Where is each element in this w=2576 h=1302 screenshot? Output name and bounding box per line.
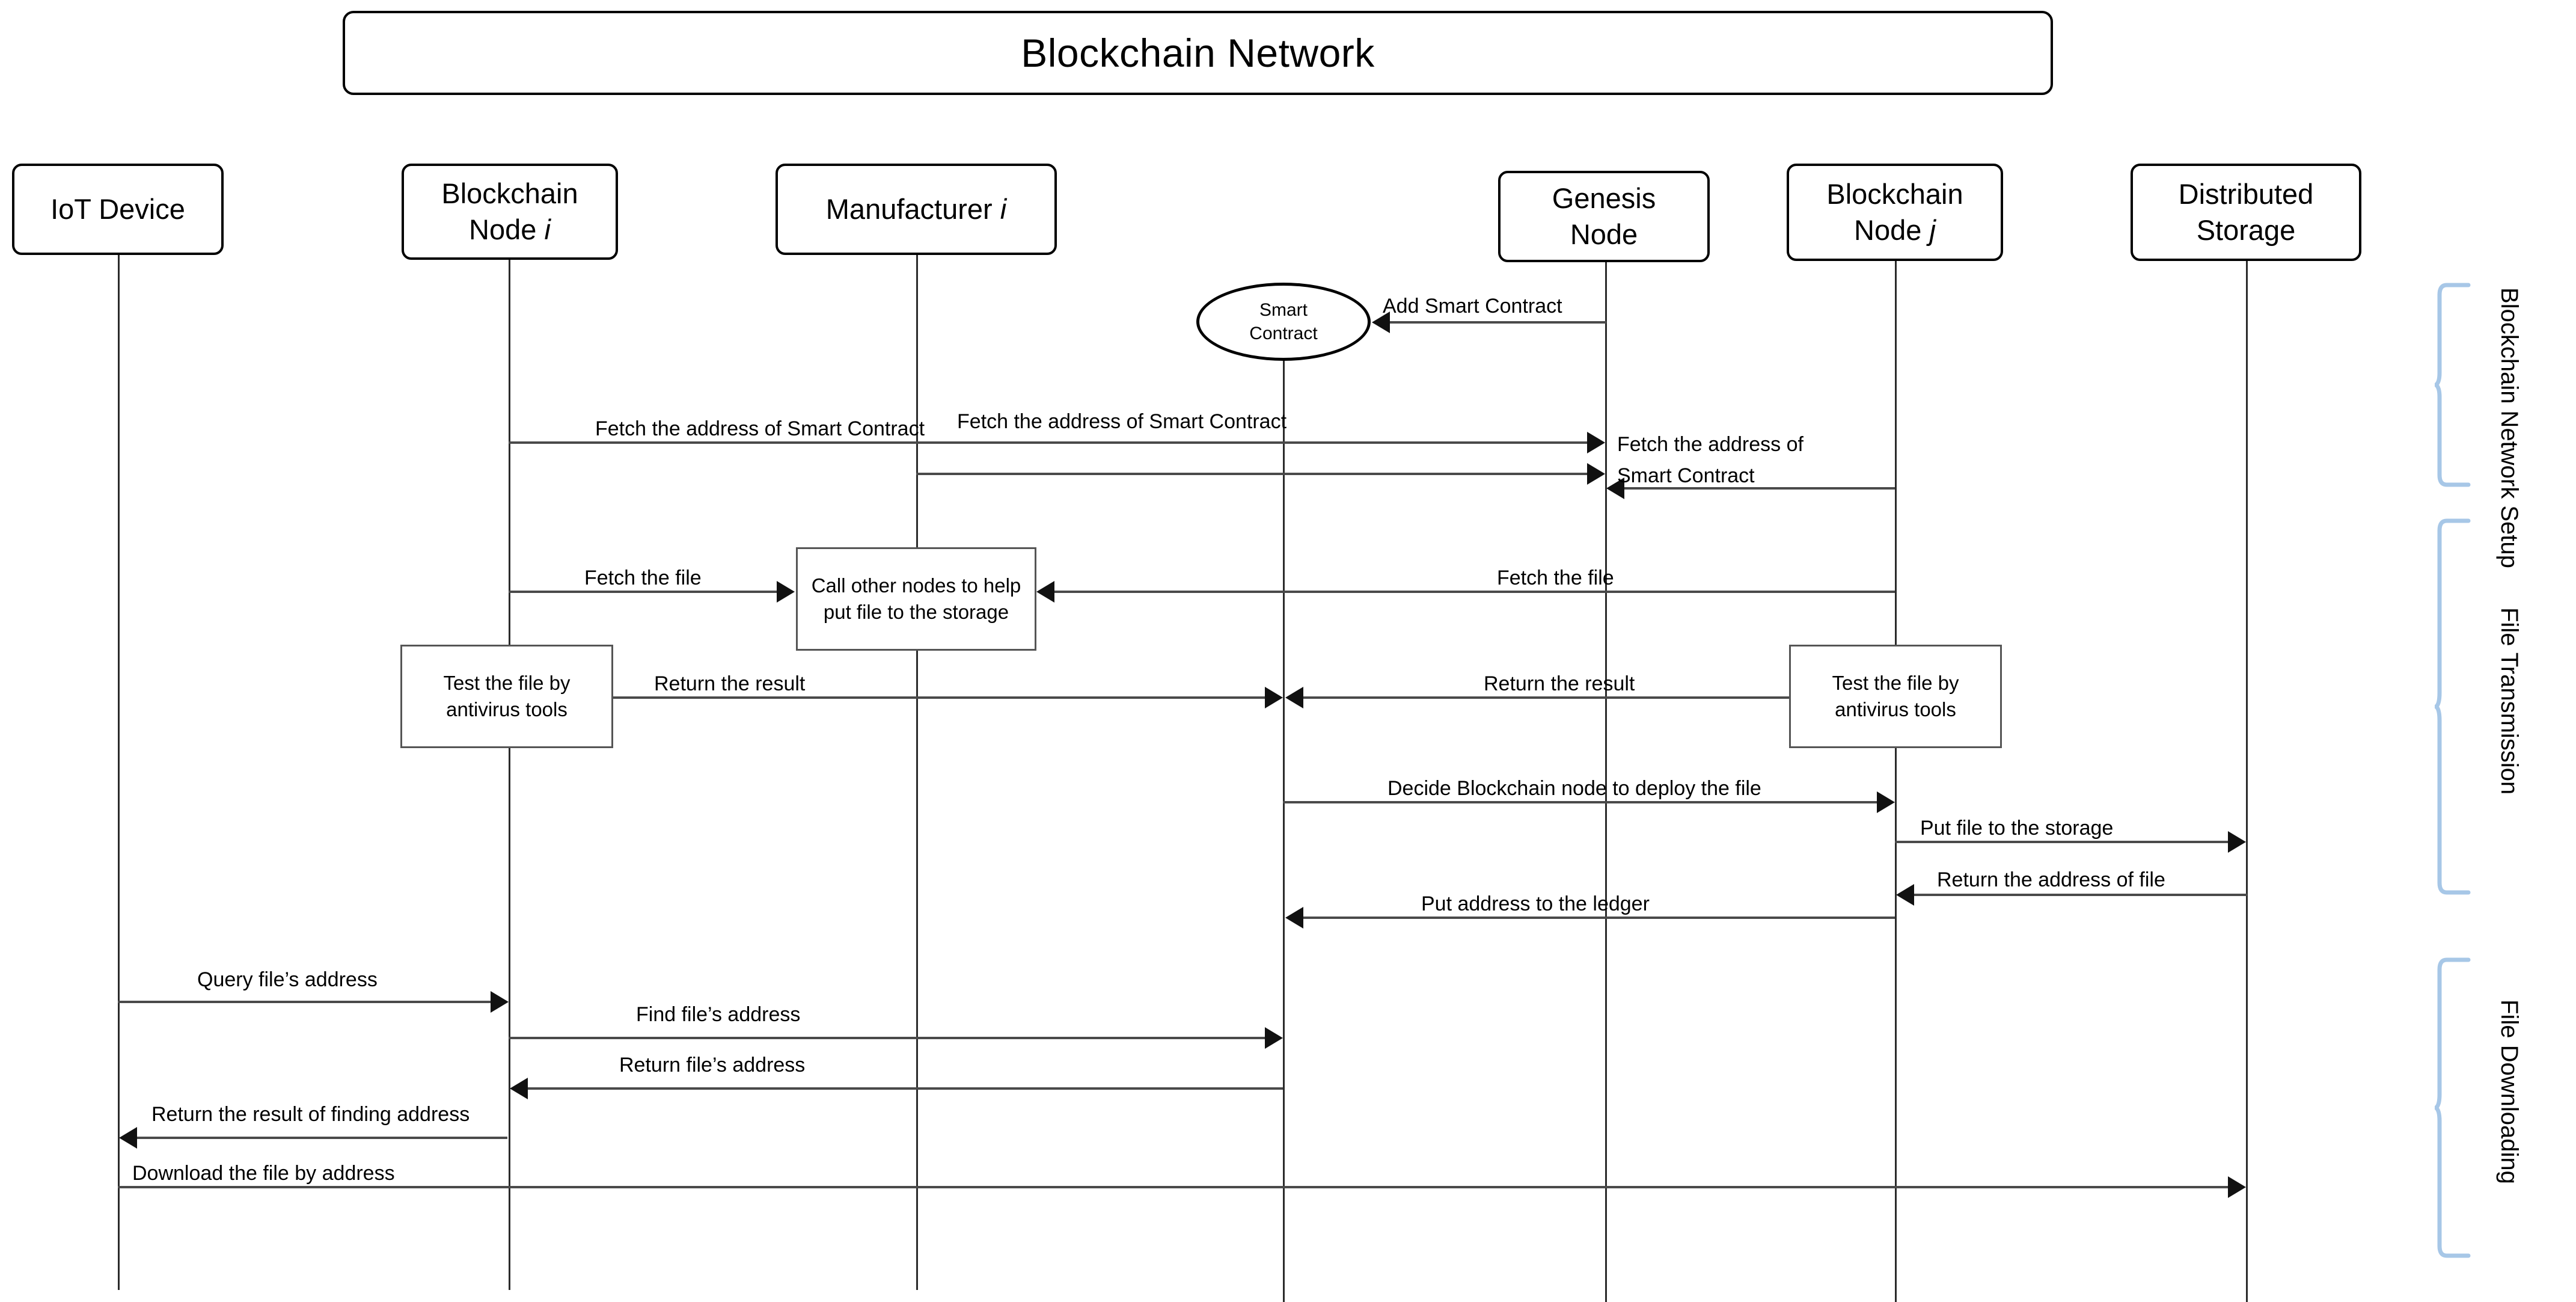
msgline-download-file-by-address — [118, 1186, 2229, 1188]
diagram-title-banner: Blockchain Network — [343, 11, 2053, 95]
label-fetch-the-file-left: Fetch the file — [584, 567, 702, 589]
brace-phase-downloading — [2435, 957, 2473, 1258]
label-fetch-addr-sc-return-line1: Fetch the address of — [1617, 433, 1804, 456]
brace-phase-setup — [2435, 283, 2473, 487]
msgline-fetch-the-file-left — [509, 591, 778, 593]
msgline-decide-blockchain-node — [1283, 801, 1889, 803]
smart-contract-line2: Contract — [1249, 324, 1318, 343]
msgline-find-files-address — [509, 1037, 1265, 1039]
label-decide-blockchain-node: Decide Blockchain node to deploy the fil… — [1387, 777, 1761, 800]
actor-blockchain-node-j-line1: Blockchain — [1826, 177, 1963, 210]
msgline-fetch-the-file-right — [1053, 591, 1895, 593]
arrowhead-put-file-to-storage — [2228, 831, 2246, 853]
msgline-return-files-address — [527, 1087, 1283, 1090]
box-call-other-nodes-line1: Call other nodes to help — [811, 574, 1021, 597]
lifeline-blockchain-node-j — [1895, 261, 1897, 1302]
arrowhead-return-address-of-file — [1896, 884, 1914, 906]
arrowhead-download-file-by-address — [2228, 1176, 2246, 1198]
diagram-title: Blockchain Network — [1021, 31, 1375, 75]
msgline-return-result-finding — [136, 1137, 507, 1139]
label-fetch-addr-sc-return-line2: Smart Contract — [1617, 464, 1755, 487]
phase-label-transmission: File Transmission — [2496, 607, 2522, 795]
label-put-address-to-ledger: Put address to the ledger — [1421, 892, 1650, 915]
arrowhead-fetch-the-file-left — [777, 581, 795, 603]
arrowhead-return-the-result-right — [1285, 687, 1303, 708]
msgline-query-files-address — [118, 1001, 491, 1003]
smart-contract-line1: Smart — [1259, 300, 1308, 320]
msgline-fetch-addr-sc-mid — [916, 473, 1588, 475]
box-test-file-right-line1: Test the file by — [1832, 672, 1959, 695]
msgline-return-address-of-file — [1913, 894, 2247, 896]
actor-blockchain-node-i: Blockchain Node i — [402, 164, 618, 260]
actor-distributed-storage-line1: Distributed — [2178, 177, 2314, 210]
arrowhead-return-result-finding — [119, 1127, 137, 1149]
actor-genesis-node-line1: Genesis — [1552, 182, 1656, 214]
msgline-add-smart-contract — [1389, 321, 1606, 324]
arrowhead-fetch-the-file-right — [1036, 581, 1054, 603]
label-query-files-address: Query file’s address — [197, 968, 378, 991]
actor-manufacturer-i: Manufacturer i — [776, 164, 1057, 255]
arrowhead-decide-blockchain-node — [1877, 791, 1895, 813]
label-return-address-of-file: Return the address of file — [1937, 868, 2165, 891]
arrowhead-fetch-addr-sc-return — [1606, 478, 1624, 499]
actor-distributed-storage: Distributed Storage — [2131, 164, 2361, 261]
actor-blockchain-node-j-line2: Node — [1854, 214, 1930, 246]
arrowhead-add-smart-contract — [1372, 312, 1390, 333]
arrowhead-fetch-addr-sc-left — [1587, 432, 1605, 453]
phase-label-downloading: File Downloading — [2496, 1000, 2522, 1184]
lifeline-smart-contract — [1283, 358, 1285, 1302]
lifeline-manufacturer-i — [916, 255, 918, 1290]
label-fetch-addr-sc-mid: Fetch the address of Smart Contract — [957, 410, 1287, 433]
arrowhead-find-files-address — [1265, 1027, 1283, 1049]
actor-genesis-node-line2: Node — [1570, 218, 1638, 250]
lifeline-iot-device — [118, 255, 120, 1290]
smart-contract-oval: Smart Contract — [1196, 283, 1371, 361]
actor-blockchain-node-i-line2: Node — [469, 213, 545, 245]
box-test-file-right-line2: antivirus tools — [1835, 698, 1956, 720]
label-add-smart-contract: Add Smart Contract — [1383, 295, 1562, 318]
label-return-the-result-left: Return the result — [654, 672, 806, 695]
arrowhead-put-address-to-ledger — [1285, 907, 1303, 929]
box-test-file-right: Test the file by antivirus tools — [1789, 645, 2002, 748]
actor-blockchain-node-j: Blockchain Node j — [1787, 164, 2003, 261]
actor-iot-device: IoT Device — [12, 164, 224, 255]
actor-blockchain-node-j-index: j — [1929, 214, 1936, 246]
label-fetch-the-file-right: Fetch the file — [1497, 567, 1614, 589]
arrowhead-fetch-addr-sc-mid — [1587, 463, 1605, 485]
arrowhead-query-files-address — [491, 991, 509, 1013]
box-test-file-left-line1: Test the file by — [443, 672, 571, 695]
msgline-fetch-addr-sc-return — [1623, 487, 1895, 490]
label-put-file-to-storage: Put file to the storage — [1920, 817, 2114, 840]
actor-manufacturer-index: i — [1000, 192, 1007, 225]
box-test-file-left-line2: antivirus tools — [446, 698, 568, 720]
label-fetch-addr-sc-left: Fetch the address of Smart Contract — [595, 417, 925, 440]
label-return-the-result-right: Return the result — [1484, 672, 1635, 695]
arrowhead-return-files-address — [510, 1078, 528, 1099]
label-find-files-address: Find file’s address — [636, 1003, 801, 1026]
phase-label-setup: Blockchain Network Setup — [2496, 287, 2522, 568]
arrowhead-return-the-result-left — [1265, 687, 1283, 708]
label-return-files-address: Return file’s address — [619, 1054, 806, 1076]
msgline-return-the-result-left — [613, 696, 1266, 699]
actor-distributed-storage-line2: Storage — [2196, 214, 2296, 246]
box-test-file-left: Test the file by antivirus tools — [400, 645, 613, 748]
msgline-fetch-addr-sc-left — [509, 441, 1588, 444]
label-download-file-by-address: Download the file by address — [132, 1162, 395, 1185]
actor-genesis-node: Genesis Node — [1498, 171, 1710, 262]
brace-phase-transmission — [2435, 518, 2473, 895]
msgline-put-file-to-storage — [1895, 841, 2229, 843]
lifeline-blockchain-node-i — [509, 260, 510, 1290]
msgline-put-address-to-ledger — [1302, 917, 1895, 919]
label-return-result-finding: Return the result of finding address — [151, 1103, 470, 1126]
actor-iot-device-label: IoT Device — [50, 192, 185, 225]
box-call-other-nodes: Call other nodes to help put file to the… — [796, 547, 1036, 651]
box-call-other-nodes-line2: put file to the storage — [823, 601, 1009, 623]
actor-blockchain-node-i-line1: Blockchain — [441, 177, 578, 209]
lifeline-distributed-storage — [2246, 261, 2248, 1302]
msgline-return-the-result-right — [1302, 696, 1789, 699]
lifeline-genesis-node — [1605, 262, 1607, 1302]
actor-blockchain-node-i-index: i — [544, 213, 551, 245]
actor-manufacturer-label: Manufacturer — [825, 192, 1000, 225]
